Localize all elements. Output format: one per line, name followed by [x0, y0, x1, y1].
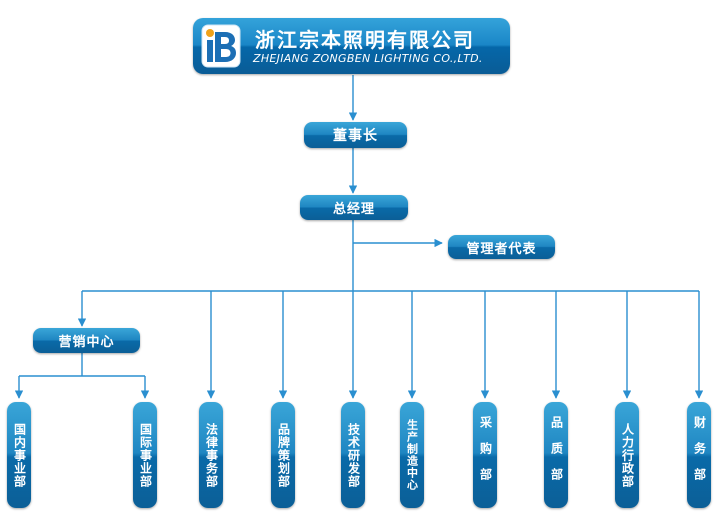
dept-rnd: 技术研发部: [341, 402, 365, 508]
marketing-center-box: 营销中心: [33, 328, 140, 353]
general-manager-box: 总经理: [300, 195, 408, 220]
company-name-en: ZHEJIANG ZONGBEN LIGHTING CO.,LTD.: [253, 52, 483, 65]
dept-quality: 品质部: [544, 402, 568, 508]
dept-finance: 财务部: [687, 402, 711, 508]
dept-production: 生产制造中心: [400, 402, 424, 508]
company-name-cn: 浙江宗本照明有限公司: [255, 28, 475, 52]
company-header: 浙江宗本照明有限公司 ZHEJIANG ZONGBEN LIGHTING CO.…: [193, 18, 510, 74]
dept-brand-planning: 品牌策划部: [271, 402, 295, 508]
company-logo-icon: [201, 24, 241, 68]
management-rep-box: 管理者代表: [448, 235, 555, 259]
dept-international-business: 国际事业部: [133, 402, 157, 508]
dept-domestic-business: 国内事业部: [7, 402, 31, 508]
chairman-box: 董事长: [304, 122, 407, 148]
dept-hr-admin: 人力行政部: [615, 402, 639, 508]
dept-purchasing: 采购部: [473, 402, 497, 508]
dept-legal-affairs: 法律事务部: [199, 402, 223, 508]
